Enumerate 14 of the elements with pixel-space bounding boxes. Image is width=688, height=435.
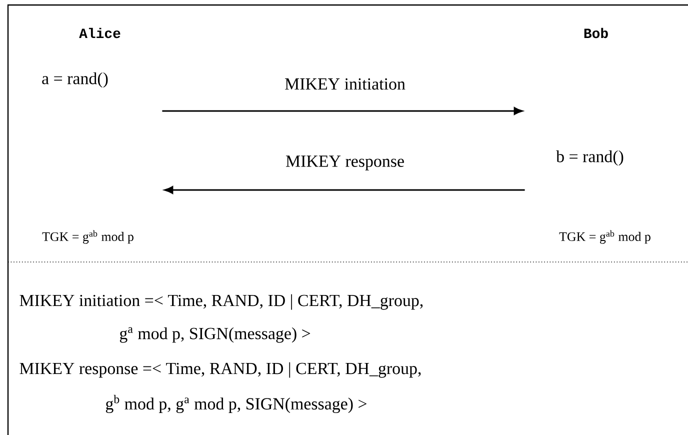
message-definition: MIKEY initiation =< Time, RAND, ID | CERT, DH_group, bbox=[20, 294, 423, 310]
edge-label: MIKEY initiation bbox=[284, 77, 406, 91]
arrow bbox=[164, 186, 525, 194]
arrow bbox=[162, 107, 523, 115]
participant-name: Alice bbox=[79, 28, 120, 38]
key-formula: TGK = g$^{ab}$ mod p bbox=[42, 230, 134, 244]
variable-assignment: b = rand() bbox=[556, 150, 624, 166]
participant-name: Bob bbox=[584, 28, 608, 38]
variable-assignment: a = rand() bbox=[42, 72, 108, 88]
message-definition: g$^{a}$ mod p, SIGN(message) > bbox=[120, 327, 310, 343]
message-definition: MIKEY response =< Time, RAND, ID | CERT, DH_group, bbox=[20, 362, 421, 378]
message-definition: g$^{b}$ mod p, g$^{a}$ mod p, SIGN(message) > bbox=[106, 394, 366, 414]
edge-label: MIKEY response bbox=[284, 154, 406, 172]
key-formula: TGK = g$^{ab}$ mod p bbox=[559, 230, 650, 244]
